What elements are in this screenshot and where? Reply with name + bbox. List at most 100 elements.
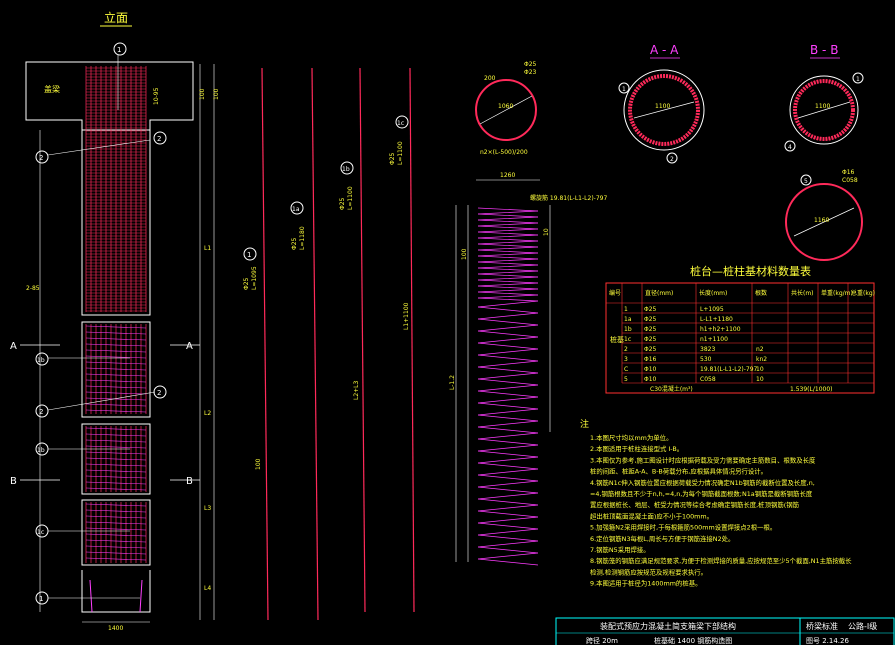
bar-1-line — [261, 67, 269, 621]
spiral-segment — [477, 312, 539, 320]
note-line: 8.钢筋笼的钢筋应满足规范要求,为便于检测焊接的质量,应按规范至少5个截面,N1… — [590, 556, 852, 565]
spiral-segment — [477, 414, 539, 422]
spiral-segment — [477, 231, 539, 236]
note-line: 检测,检测钢筋应按规范及规程要求执行。 — [590, 567, 707, 576]
table-cell: C — [624, 366, 628, 373]
svg-text:1a: 1a — [292, 206, 300, 213]
spiral-segment — [477, 282, 539, 287]
cap-beam-label: 盖梁 — [44, 84, 60, 94]
spiral-dim-a: 10 — [543, 228, 550, 236]
section-b: B - B 1100 1 4 — [784, 43, 864, 152]
hoop-bar — [85, 475, 147, 479]
bar-dim-c: 100 — [255, 458, 262, 470]
spiral-segment — [477, 480, 539, 488]
spiral-segment — [477, 402, 539, 410]
spiral-segment — [477, 219, 539, 224]
spiral-segment — [477, 396, 539, 404]
table-cell: 5 — [624, 376, 628, 383]
spiral-segment — [477, 270, 539, 275]
spiral-segment — [477, 390, 539, 398]
spiral-segment — [477, 552, 539, 560]
spiral-segment — [477, 279, 539, 284]
table-cell: C058 — [700, 376, 716, 383]
spiral-segment — [477, 522, 539, 530]
ring-dia: 1060 — [498, 103, 513, 110]
hoop-bar — [85, 457, 147, 461]
spiral-segment — [477, 378, 539, 386]
spiral-segment — [477, 486, 539, 494]
hoop-bar — [85, 533, 147, 537]
spiral-segment — [477, 534, 539, 542]
table-footer-left: C30混凝土(m³) — [650, 385, 693, 393]
note-line: 9.本图适用于桩径为1400mm的桩基。 — [590, 579, 702, 588]
callout-1b-a: 1b — [35, 352, 130, 366]
section-c: 1160 5 Φ16 C058 — [785, 169, 863, 261]
notes-block: 注 1.本图尺寸均以mm为单位。2.本图适用于桩柱连接型式 I-B。3.本图仅为… — [580, 418, 852, 588]
svg-text:L=1100: L=1100 — [347, 186, 354, 210]
table-cell: Φ10 — [644, 376, 657, 383]
title-block: 装配式预应力混凝土简支箱梁下部结构 跨径 20m 桩基础 1400 钢筋构造图 … — [555, 617, 895, 645]
svg-text:L=1095: L=1095 — [251, 266, 258, 290]
hoop-bar — [85, 551, 147, 555]
spiral-segment — [477, 540, 539, 548]
note-line: 5.加强箍N2采用焊接时,于每根箍筋500mm设置焊接点2根一根。 — [590, 523, 776, 532]
dim-top-c: 10-95 — [153, 87, 160, 105]
spiral-segment — [477, 426, 539, 434]
callout-1-bottom: 1 — [35, 591, 140, 605]
note-line: 1.本图尺寸均以mm为单位。 — [590, 433, 672, 442]
spiral-segment — [477, 297, 539, 302]
svg-text:1b: 1b — [342, 166, 350, 173]
spiral-segment — [477, 240, 539, 245]
section-a-mark-2: 2 — [670, 156, 674, 163]
table-cell: 530 — [700, 356, 712, 363]
title-sub: 跨径 20m — [586, 636, 618, 645]
toe-bar-right — [139, 579, 143, 613]
elevation-view: 立面 盖梁 2-85 100 100 10-95 L1 L2 L3 L4 140… — [10, 10, 220, 632]
spiral-segment — [477, 246, 539, 251]
hoop-bar — [85, 433, 147, 437]
notes-heading: 注 — [580, 418, 589, 430]
spiral-segment — [477, 342, 539, 350]
section-a-outer — [623, 69, 705, 151]
callout-1b-b: 1b — [35, 442, 130, 456]
spiral-dim-c: L-1.2 — [449, 375, 456, 390]
spiral-segment — [477, 408, 539, 416]
svg-text:1: 1 — [39, 595, 43, 603]
hoop-bar — [85, 521, 147, 525]
svg-text:2: 2 — [157, 389, 161, 397]
svg-text:Φ25: Φ25 — [291, 237, 298, 250]
section-b-title: B - B — [810, 43, 838, 57]
table-cell: Φ25 — [644, 346, 657, 353]
table-cell: Φ10 — [644, 366, 657, 373]
table-cell: kn2 — [756, 356, 767, 363]
hoop-bar — [85, 515, 147, 519]
svg-text:1: 1 — [117, 46, 121, 54]
spiral-segment — [477, 450, 539, 458]
section-b-rebar-ring — [793, 79, 855, 141]
table-cell: 1c — [624, 336, 631, 343]
spiral-segment — [477, 222, 539, 227]
table-cell: h1+h2+1100 — [700, 326, 741, 333]
note-line: 桩的间距、桩距A-A、B-B荷载分布,应根据具体情况另行设计。 — [590, 467, 767, 476]
spiral-segment — [477, 384, 539, 392]
hoop-bar — [85, 397, 147, 401]
spiral-segment — [477, 516, 539, 524]
table-cell: Φ25 — [644, 336, 657, 343]
title-right-top: 桥梁标准 — [806, 621, 838, 631]
spiral-detail: 1260 螺旋筋 19.81(L-L1-L2)-797 10 100 L-1.2 — [449, 172, 607, 566]
section-a: A - A 1100 1 2 — [618, 43, 705, 164]
spiral-segment — [477, 330, 539, 338]
spiral-segment — [477, 498, 539, 506]
spiral-segment — [477, 252, 539, 257]
ring-circle — [475, 79, 537, 141]
table-cell: 10 — [756, 376, 764, 383]
svg-text:2: 2 — [157, 135, 161, 143]
spiral-segment — [477, 294, 539, 299]
hoop-bar — [85, 539, 147, 543]
hoop-bar — [85, 337, 147, 341]
spiral-zigzag — [477, 207, 539, 566]
svg-text:Φ25: Φ25 — [243, 277, 250, 290]
section-a-rebar-ring — [628, 74, 700, 146]
